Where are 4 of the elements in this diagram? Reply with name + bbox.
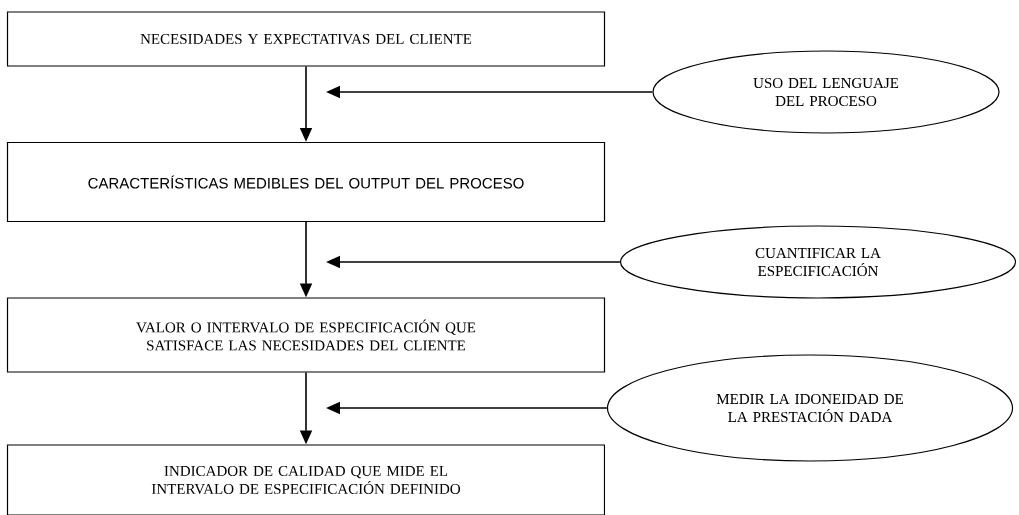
process-box: CARACTERÍSTICAS MEDIBLES DEL OUTPUT DEL PROCESO bbox=[6, 141, 606, 223]
process-box: NECESIDADES Y EXPECTATIVAS DEL CLIENTE bbox=[6, 11, 606, 67]
process-box: VALOR O INTERVALO DE ESPECIFICACIÓN QUE SATISFACE LAS NECESIDADES DEL CLIENTE bbox=[6, 297, 606, 373]
process-box: INDICADOR DE CALIDAD QUE MIDE EL INTERVALO DE ESPECIFICACIÓN DEFINIDO bbox=[6, 444, 606, 515]
